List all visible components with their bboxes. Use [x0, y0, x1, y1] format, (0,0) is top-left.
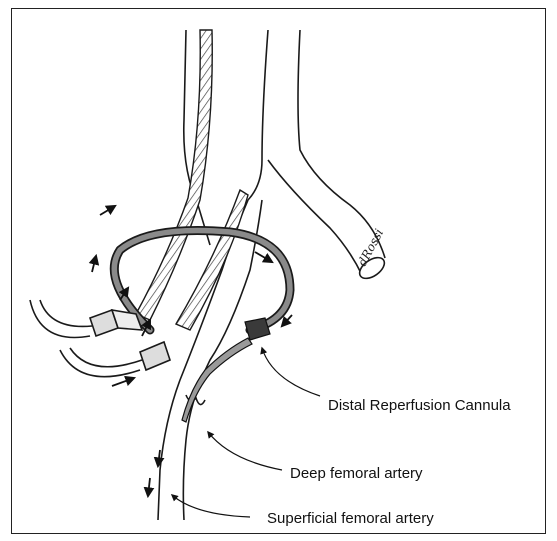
venous-cannula — [136, 30, 212, 320]
distal-reperfusion-cannula — [182, 318, 270, 422]
femoral-vessels — [158, 30, 388, 520]
label-superficial-femoral-artery: Superficial femoral artery — [267, 510, 434, 527]
label-deep-femoral-artery: Deep femoral artery — [290, 465, 423, 482]
leader-lines — [172, 348, 320, 517]
label-distal-reperfusion-cannula: Distal Reperfusion Cannula — [328, 397, 511, 414]
